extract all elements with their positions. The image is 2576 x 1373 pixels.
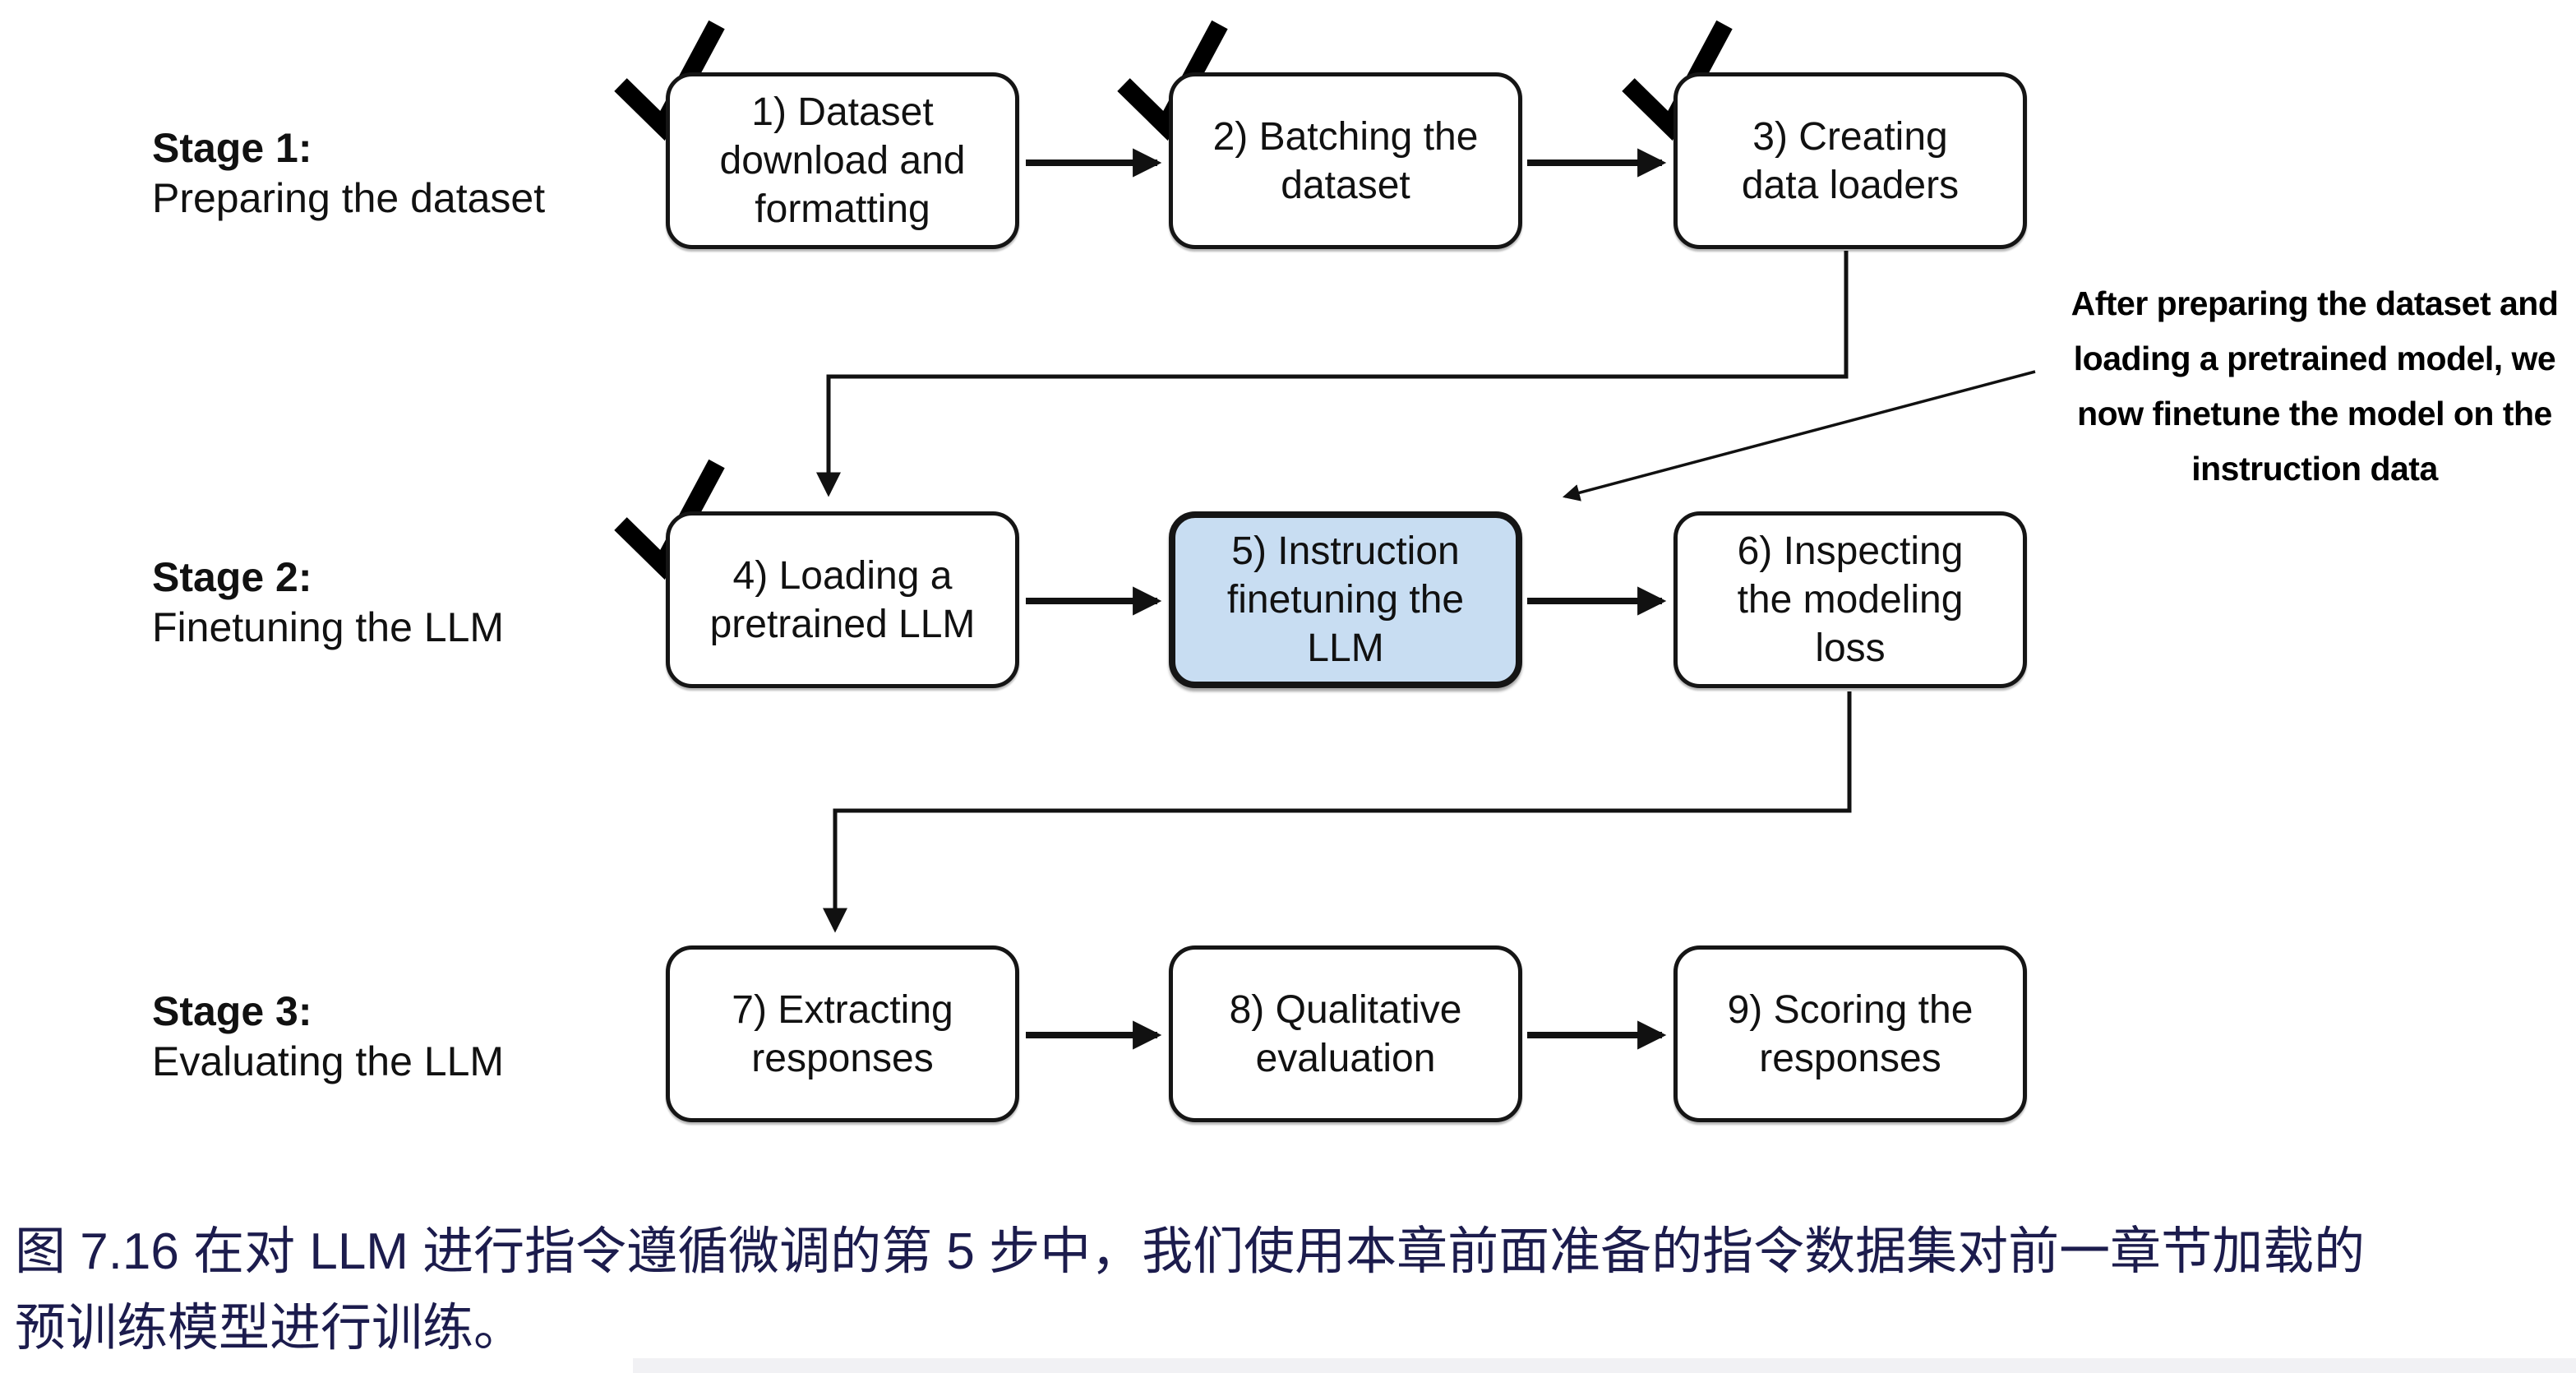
stage-1-label: Stage 1: Preparing the dataset [152, 123, 545, 224]
box-3-creating-data-loaders: 3) Creating data loaders [1673, 72, 2027, 249]
stage-3-title: Stage 3: [152, 988, 312, 1034]
box-1-dataset-download: 1) Dataset download and formatting [666, 72, 1019, 249]
stage-3-subtitle: Evaluating the LLM [152, 1038, 505, 1084]
box-4-loading-pretrained-llm: 4) Loading a pretrained LLM [666, 511, 1019, 688]
box-8-qualitative-evaluation: 8) Qualitative evaluation [1169, 945, 1522, 1122]
box-9-scoring-responses: 9) Scoring the responses [1673, 945, 2027, 1122]
stage-1-subtitle: Preparing the dataset [152, 175, 546, 221]
annotation-note: After preparing the dataset and loading … [2070, 284, 2559, 488]
annotation-arrow [1562, 370, 2036, 502]
stage-2-title: Stage 2: [152, 554, 312, 600]
bottom-panel-edge [633, 1358, 2576, 1373]
stage-3-label: Stage 3: Evaluating the LLM [152, 987, 504, 1087]
box-7-extracting-responses: 7) Extracting responses [666, 945, 1019, 1122]
box-5-instruction-finetuning: 5) Instruction finetuning the LLM [1169, 511, 1522, 688]
box-6-inspecting-loss: 6) Inspecting the modeling loss [1673, 511, 2027, 688]
stage-2-label: Stage 2: Finetuning the LLM [152, 552, 504, 653]
figure-caption: 图 7.16 在对 LLM 进行指令遵循微调的第 5 步中，我们使用本章前面准备… [15, 1223, 2366, 1357]
stage-2-subtitle: Finetuning the LLM [152, 604, 505, 650]
stage-1-title: Stage 1: [152, 125, 312, 171]
elbow-box3-to-box4 [816, 251, 1849, 497]
elbow-box6-to-box7 [823, 691, 1852, 933]
box-2-batching-dataset: 2) Batching the dataset [1169, 72, 1522, 249]
